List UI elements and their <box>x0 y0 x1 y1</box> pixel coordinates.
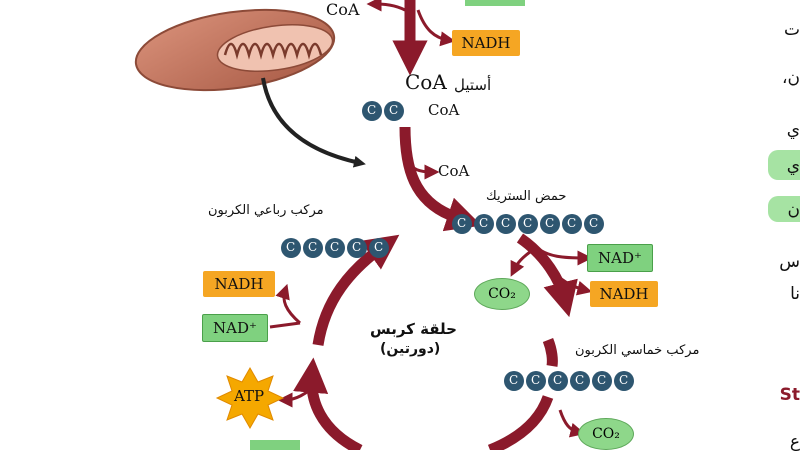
side-highlight-2 <box>768 196 800 222</box>
five-carbon-chain <box>504 371 634 391</box>
side-text-fragment: ن <box>787 200 800 220</box>
coa-in-arrow <box>366 0 406 12</box>
carbon-atom: C <box>501 216 511 230</box>
nad-in-arrow <box>539 248 593 266</box>
nadh-out-arrow-left <box>275 283 301 325</box>
cycle-arc-right-mid <box>542 337 558 367</box>
side-text-fragment: نا <box>790 284 800 304</box>
side-text-fragment: ن، <box>782 68 800 88</box>
carbon-atom: C <box>389 103 399 117</box>
nadh-box-left: NADH <box>203 271 275 297</box>
side-text-fragment: ع <box>789 432 800 452</box>
nadh-top-arrow <box>416 9 456 47</box>
carbon-atom: C <box>352 240 362 254</box>
side-highlight-1 <box>768 150 800 180</box>
coa-release-label: CoA <box>438 162 470 180</box>
carbon-atom: C <box>553 373 563 387</box>
acetyl-coa-arabic: أستيل <box>454 76 492 94</box>
side-text-fragment: ت <box>783 20 800 40</box>
cycle-subtitle: (دورتين) <box>380 341 441 357</box>
carbon-atom: C <box>523 216 533 230</box>
cycle-arc-left-bottom <box>293 357 363 450</box>
co2-out-arrow-1 <box>510 250 531 277</box>
atp-star-shape <box>215 366 285 430</box>
acetyl-to-citrate-arrow <box>399 126 453 221</box>
co2-oval-2: CO₂ <box>578 418 634 450</box>
nad-plus-box-left: NAD⁺ <box>202 314 268 342</box>
mitochondrion-illustration <box>134 8 336 92</box>
five-carbon-label: مركب خماسي الكربون <box>575 343 700 358</box>
citric-acid-label: حمض الستريك <box>486 189 567 204</box>
carbon-atom: C <box>330 240 340 254</box>
nadh-top-box: NADH <box>452 30 520 56</box>
four-carbon-chain <box>281 238 389 258</box>
acetyl-coa-latin: CoA <box>405 70 447 94</box>
bottom-green-box-fragment <box>250 440 300 450</box>
citric-acid-carbon-chain <box>452 214 604 234</box>
carbon-atom: C <box>367 103 377 117</box>
carbon-atom: C <box>589 216 599 230</box>
carbon-atom: C <box>457 216 467 230</box>
carbon-atom: C <box>531 373 541 387</box>
side-text-fragment: ي <box>786 120 800 140</box>
side-text-fragment: ي <box>786 156 800 176</box>
four-carbon-label: مركب رباعي الكربون <box>208 203 324 218</box>
atp-out-arrow <box>277 380 321 408</box>
co2-oval-1: CO₂ <box>474 278 530 310</box>
acetyl-chain-coa-label: CoA <box>428 101 460 119</box>
mitochondrion-arrow <box>261 77 366 168</box>
carbon-atom: C <box>567 216 577 230</box>
side-text-fragment: St <box>779 385 800 405</box>
cycle-title: حلقة كربس <box>370 320 457 338</box>
coa-release-arrow <box>406 159 440 180</box>
carbon-atom: C <box>509 373 519 387</box>
top-green-box-fragment <box>465 0 525 6</box>
carbon-atom: C <box>545 216 555 230</box>
carbon-atom: C <box>308 240 318 254</box>
atp-label: ATP <box>234 387 265 405</box>
carbon-atom: C <box>619 373 629 387</box>
carbon-atom: C <box>479 216 489 230</box>
carbon-atom: C <box>286 240 296 254</box>
co2-out-arrow-2 <box>558 409 586 438</box>
side-text-fragment: س <box>779 252 800 272</box>
acetyl-carbon-chain <box>362 101 404 121</box>
nadh-out-arrow-right <box>543 261 593 296</box>
coa-in-label: CoA <box>326 0 360 19</box>
carbon-atom: C <box>575 373 585 387</box>
cycle-arc-right-bottom <box>487 394 554 450</box>
nad-plus-box-right: NAD⁺ <box>587 244 653 272</box>
carbon-atom: C <box>374 240 384 254</box>
carbon-atom: C <box>597 373 607 387</box>
nadh-box-right: NADH <box>590 281 658 307</box>
